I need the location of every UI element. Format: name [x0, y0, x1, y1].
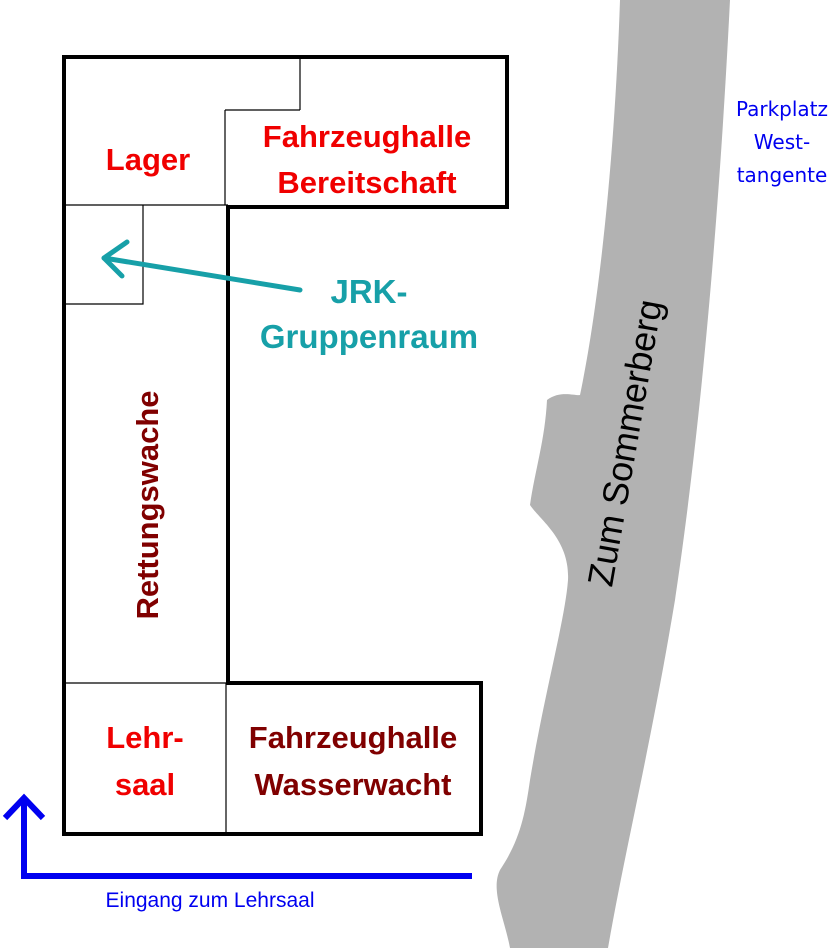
room-label-fahrzeughalle-bereitschaft-2: Bereitschaft [277, 165, 456, 200]
jrk-label-2: Gruppenraum [260, 318, 478, 355]
room-label-lager: Lager [106, 142, 190, 177]
entrance-arrow-icon [2, 793, 472, 879]
parking-label-1: Parkplatz [736, 97, 828, 121]
entrance-label: Eingang zum Lehrsaal [106, 889, 315, 912]
room-label-fahrzeughalle-bereitschaft-1: Fahrzeughalle [263, 119, 471, 154]
room-label-rettungswache: Rettungswache [130, 390, 165, 619]
room-label-fahrzeughalle-wasserwacht-2: Wasserwacht [255, 767, 452, 802]
jrk-arrow-icon [101, 239, 303, 293]
jrk-label-1: JRK- [330, 273, 407, 310]
room-label-lehrsaal-2: saal [115, 767, 175, 802]
parking-label-3: tangente [737, 163, 828, 187]
interior-walls [64, 57, 301, 834]
room-label-lehrsaal-1: Lehr- [106, 720, 184, 755]
road-zum-sommerberg [496, 0, 730, 948]
room-label-fahrzeughalle-wasserwacht-1: Fahrzeughalle [249, 720, 457, 755]
parking-label-2: West- [754, 130, 810, 154]
